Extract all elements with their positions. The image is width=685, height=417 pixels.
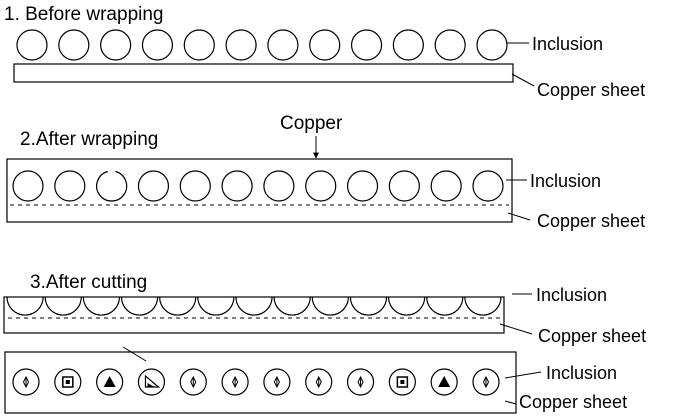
cross-section-sheet-label: Copper sheet bbox=[519, 392, 627, 412]
half-inclusion bbox=[235, 296, 273, 316]
inclusion-circle bbox=[309, 29, 341, 61]
triangle-symbol bbox=[438, 376, 451, 387]
half-inclusion bbox=[120, 296, 159, 316]
diamond-symbol bbox=[190, 375, 197, 389]
diamond-symbol bbox=[482, 375, 490, 389]
half-inclusion bbox=[197, 296, 235, 316]
diamond-symbol bbox=[273, 375, 280, 389]
stage1-copper-sheet bbox=[13, 63, 514, 83]
wedge-symbol bbox=[144, 374, 161, 388]
inclusion-circle bbox=[58, 29, 90, 61]
inclusion-circle bbox=[12, 170, 44, 202]
inclusion-circle bbox=[346, 170, 379, 202]
inclusion-circle bbox=[137, 170, 170, 202]
cross-section-circle bbox=[472, 368, 500, 396]
cross-section-inclusion-leader bbox=[504, 371, 542, 379]
cross-section-circle bbox=[388, 368, 416, 396]
square-symbol bbox=[396, 376, 409, 388]
inclusion-circle bbox=[392, 29, 424, 61]
half-inclusion bbox=[273, 296, 311, 316]
half-inclusion bbox=[349, 296, 388, 316]
inclusion-circle bbox=[96, 170, 128, 202]
half-inclusion bbox=[82, 296, 121, 316]
cross-section-circle bbox=[12, 368, 40, 396]
square-symbol-core bbox=[65, 380, 70, 384]
half-inclusion bbox=[159, 296, 197, 316]
half-inclusion bbox=[6, 296, 44, 316]
inclusion-circle bbox=[305, 170, 337, 202]
cross-section-circle bbox=[96, 368, 124, 396]
stage3-title: 3.After cutting bbox=[30, 272, 147, 293]
cross-section-inclusions bbox=[12, 368, 500, 396]
stage2-inclusions bbox=[12, 170, 504, 202]
cross-section-circle bbox=[54, 368, 82, 396]
half-inclusion bbox=[311, 296, 349, 316]
inclusion-circle bbox=[434, 29, 466, 61]
inclusion-circle bbox=[267, 29, 299, 61]
inclusion-circle bbox=[100, 29, 132, 61]
inclusion-circle bbox=[221, 170, 253, 202]
inclusion-circle bbox=[225, 29, 257, 61]
square-symbol bbox=[62, 376, 74, 388]
diamond-symbol bbox=[315, 375, 322, 389]
cross-section-circle bbox=[305, 368, 333, 396]
half-inclusion bbox=[426, 296, 464, 316]
stage1-sheet-label: Copper sheet bbox=[537, 80, 645, 100]
stage3-inclusion-label: Inclusion bbox=[536, 285, 607, 305]
cross-section-circle bbox=[179, 368, 207, 396]
stage1-inclusion-label: Inclusion bbox=[532, 34, 603, 54]
inclusion-circle bbox=[388, 170, 420, 202]
cross-section-circle bbox=[263, 368, 291, 396]
wedge-symbol-fill bbox=[147, 383, 155, 387]
cross-section-circle bbox=[221, 368, 249, 396]
cross-section-inclusion-label: Inclusion bbox=[546, 363, 617, 383]
inclusion-circle bbox=[350, 29, 383, 61]
half-inclusion bbox=[464, 296, 502, 316]
cross-section-circle bbox=[137, 368, 166, 396]
cross-section-sheet bbox=[4, 351, 517, 414]
half-inclusion bbox=[44, 296, 82, 316]
inclusion-circle bbox=[430, 170, 462, 202]
half-inclusion bbox=[387, 296, 426, 316]
inclusion-circle bbox=[263, 170, 295, 202]
square-symbol-core bbox=[400, 380, 405, 384]
stage2-inclusion-label: Inclusion bbox=[530, 171, 601, 191]
cross-section-circle bbox=[430, 368, 458, 396]
stage2-copper-label: Copper bbox=[280, 113, 343, 134]
diamond-symbol bbox=[22, 375, 30, 389]
inclusion-circle bbox=[472, 170, 504, 202]
stage1-title: 1. Before wrapping bbox=[4, 4, 164, 25]
diamond-symbol bbox=[232, 375, 239, 389]
cross-section-mark bbox=[122, 346, 147, 362]
inclusion-circle bbox=[183, 29, 215, 61]
inclusion-circle bbox=[141, 29, 174, 61]
cross-section-sheet-leader bbox=[504, 400, 517, 405]
stage2-wrapped-sheet bbox=[6, 158, 513, 223]
inclusion-circle bbox=[179, 170, 211, 202]
stage3-cut-sheet bbox=[3, 296, 505, 334]
inclusion-circle bbox=[54, 170, 86, 202]
diamond-symbol bbox=[357, 375, 364, 389]
inclusion-circle bbox=[16, 29, 48, 61]
stage2-sheet-label: Copper sheet bbox=[537, 211, 645, 231]
triangle-symbol bbox=[103, 376, 116, 387]
stage1-sheet-leader bbox=[511, 73, 535, 87]
stage2-sheet-leader bbox=[507, 212, 531, 221]
inclusion-circle bbox=[476, 29, 508, 61]
cross-section-circle bbox=[346, 368, 375, 396]
stage3-half-inclusions bbox=[6, 296, 502, 316]
stage1-inclusions bbox=[16, 29, 508, 61]
stage2-title: 2.After wrapping bbox=[20, 129, 158, 150]
stage3-sheet-leader bbox=[499, 323, 533, 335]
stage3-sheet-label: Copper sheet bbox=[538, 326, 646, 346]
